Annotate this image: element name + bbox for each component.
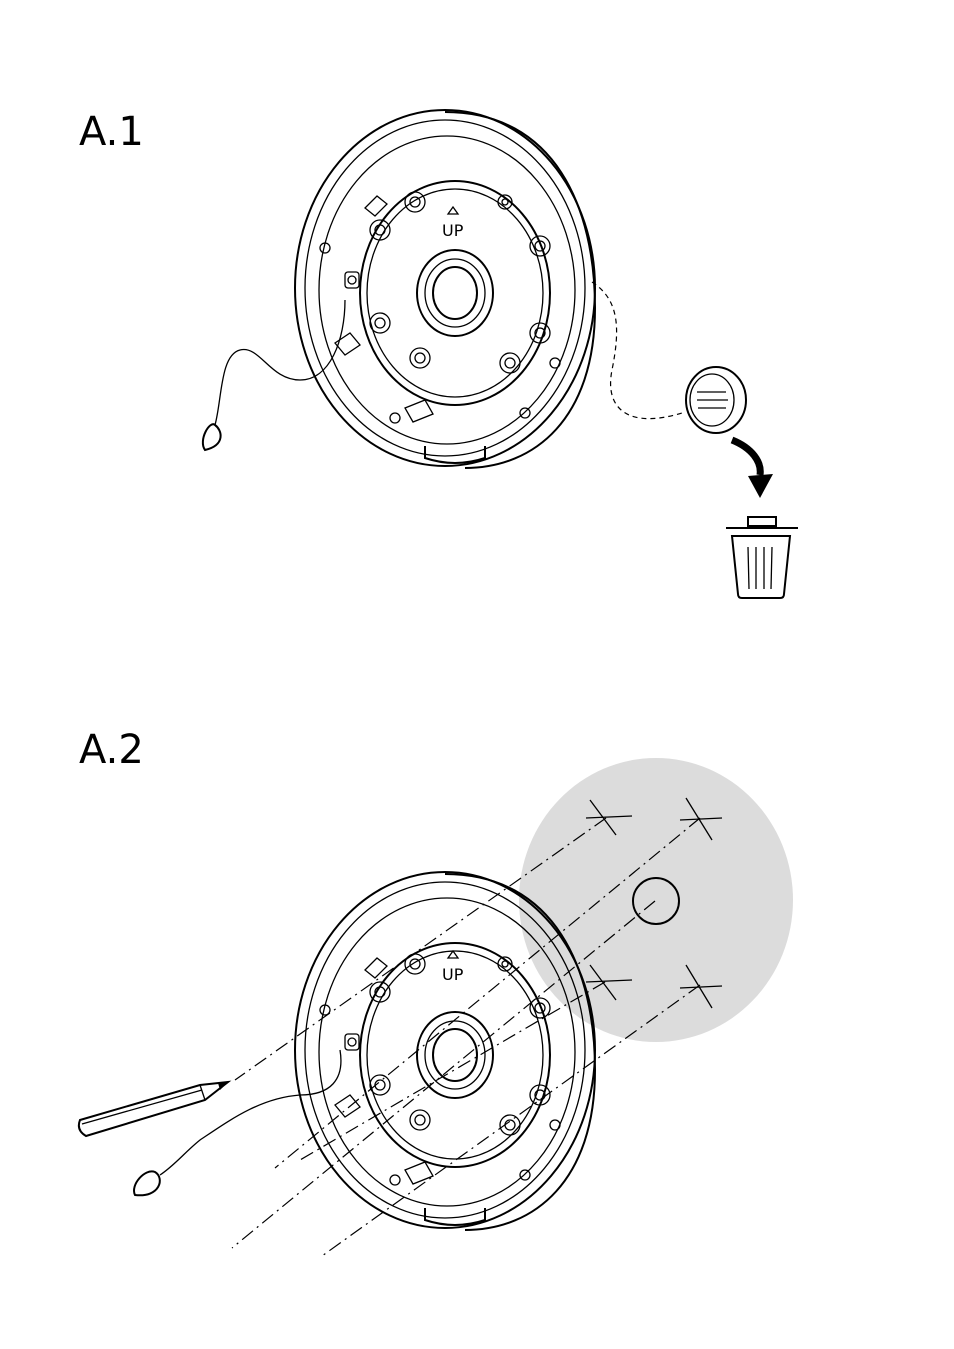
junction-box-icon: [295, 110, 595, 468]
up-marking-a2: UP: [442, 965, 464, 984]
trash-bin-icon: [726, 517, 798, 598]
safety-cable-icon: [215, 300, 345, 425]
arrow-icon: [732, 440, 773, 498]
pencil-icon: [79, 1082, 228, 1136]
wall-surface: [519, 758, 793, 1042]
cable-plug-icon: [686, 367, 746, 433]
up-marking: UP: [442, 221, 464, 240]
